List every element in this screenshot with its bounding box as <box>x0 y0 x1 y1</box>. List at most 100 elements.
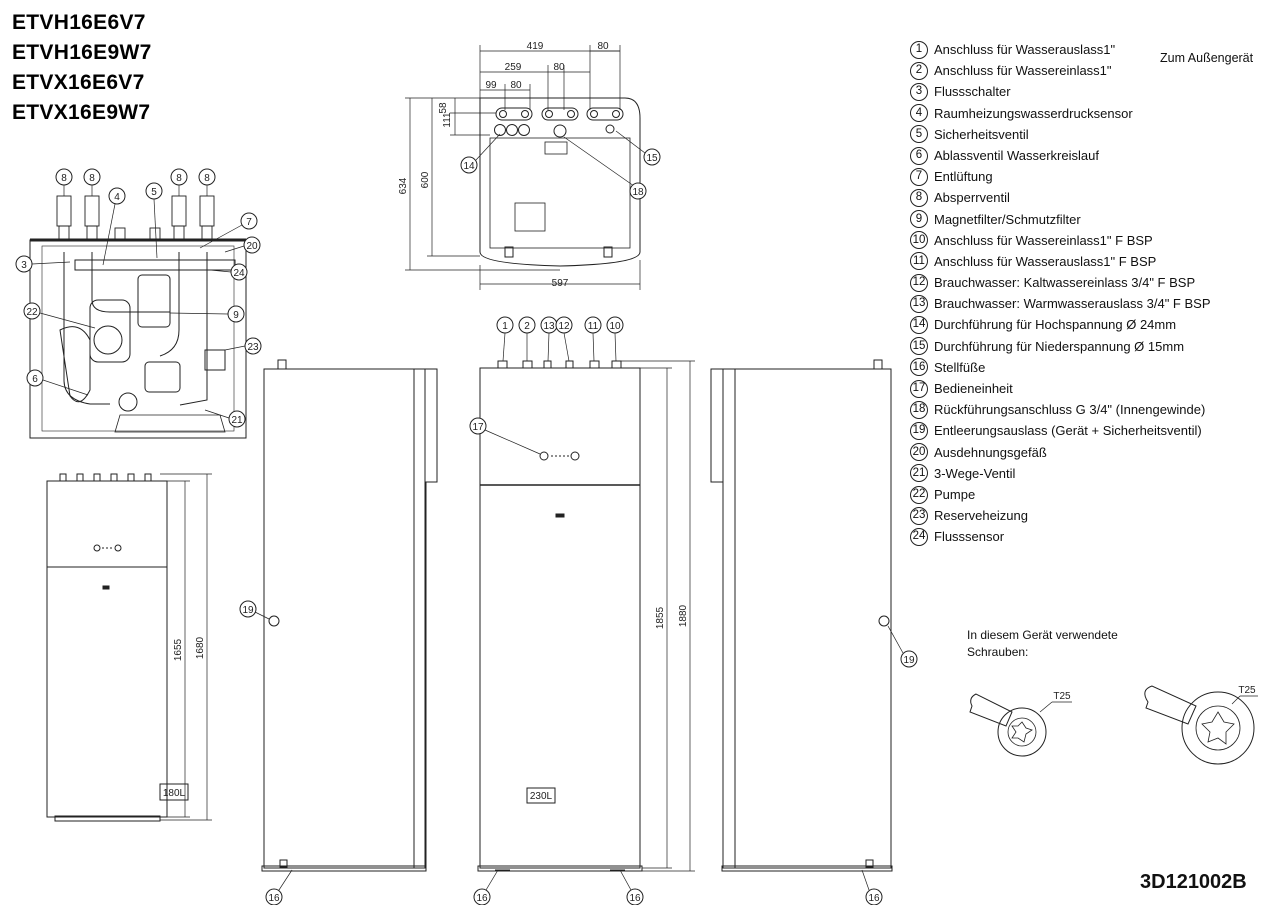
callout-4: 4 <box>102 187 126 266</box>
svg-text:19: 19 <box>242 605 254 616</box>
screw-type-label: T25 <box>1238 685 1256 696</box>
callout-8: 8 <box>170 168 188 196</box>
dim-80: 80 <box>553 62 565 73</box>
svg-text:14: 14 <box>463 161 475 172</box>
dim-419: 419 <box>527 41 544 52</box>
dim-80: 80 <box>597 41 609 52</box>
callout-8: 8 <box>198 168 216 196</box>
dim-1880: 1880 <box>678 604 689 627</box>
document-id: 3D121002B <box>1140 871 1247 893</box>
svg-text:11: 11 <box>588 321 599 332</box>
svg-text:24: 24 <box>233 268 245 279</box>
svg-text:16: 16 <box>868 893 880 904</box>
callout-9: 9 <box>169 305 245 323</box>
top-view: 419 80 259 80 99 80 597 58 111 634 600 1… <box>398 41 661 290</box>
svg-text:2: 2 <box>524 321 530 332</box>
svg-text:5: 5 <box>151 187 157 198</box>
model-name: ETVX16E9W7 <box>12 101 151 124</box>
callout-8: 8 <box>83 168 101 196</box>
dim-634: 634 <box>398 177 409 194</box>
callout-24: 24 <box>209 263 248 281</box>
svg-text:3: 3 <box>21 260 27 271</box>
callout-16: 16 <box>619 869 644 905</box>
callout-5: 5 <box>145 182 163 259</box>
callout-7: 7 <box>199 212 258 249</box>
callout-16: 16 <box>473 869 499 905</box>
svg-text:19: 19 <box>903 655 915 666</box>
dim-58: 58 <box>438 102 449 114</box>
model-name: ETVH16E9W7 <box>12 41 152 64</box>
callout-2: 2 <box>518 316 536 361</box>
svg-text:4: 4 <box>114 192 120 203</box>
small-unit-front: 180L 1655 1680 <box>46 473 212 822</box>
tank-label-box <box>159 783 189 801</box>
right-side-view: 19 16 <box>710 359 918 905</box>
outdoor-unit-label: Zum Außengerät <box>1160 51 1254 65</box>
svg-text:17: 17 <box>472 422 484 433</box>
callout-1: 1 <box>496 316 514 362</box>
svg-text:20: 20 <box>246 241 258 252</box>
tank-volume-label: 180L <box>163 788 186 799</box>
model-name: ETVH16E6V7 <box>12 11 146 34</box>
svg-text:10: 10 <box>609 321 621 332</box>
dim-1855: 1855 <box>655 606 666 629</box>
svg-text:16: 16 <box>629 893 641 904</box>
front-view: 230L 1 2 13 12 11 10 17 16 16 1855 1880 <box>469 316 695 905</box>
screw-icon: T25 <box>1144 685 1258 765</box>
svg-text:12: 12 <box>558 321 570 332</box>
callout-22: 22 <box>23 302 96 329</box>
callout-10: 10 <box>606 316 624 362</box>
callout-3: 3 <box>15 255 71 273</box>
svg-text:13: 13 <box>543 321 555 332</box>
callout-6: 6 <box>26 369 89 396</box>
dim-597: 597 <box>552 278 569 289</box>
dim-1655: 1655 <box>173 638 184 661</box>
svg-text:6: 6 <box>32 374 38 385</box>
screw-icon: T25 <box>969 691 1072 757</box>
dim-600: 600 <box>420 171 431 188</box>
dim-80: 80 <box>510 80 522 91</box>
callout-20: 20 <box>224 236 261 254</box>
callout-8: 8 <box>55 168 73 196</box>
svg-text:8: 8 <box>204 173 210 184</box>
svg-text:8: 8 <box>89 173 95 184</box>
svg-text:18: 18 <box>632 187 644 198</box>
screws-note: In diesem Gerät verwendete Schrauben: <box>967 628 1118 659</box>
svg-text:1: 1 <box>502 321 508 332</box>
callout-23: 23 <box>224 337 262 355</box>
svg-text:22: 22 <box>26 307 38 318</box>
internal-view: 8 8 8 8 4 5 7 20 24 3 22 9 23 6 21 <box>15 168 262 439</box>
model-list: ETVH16E6V7 ETVH16E9W7 ETVX16E6V7 ETVX16E… <box>12 8 152 128</box>
svg-text:9: 9 <box>233 310 239 321</box>
svg-text:21: 21 <box>231 415 243 426</box>
screw-type-label: T25 <box>1053 691 1071 702</box>
svg-text:15: 15 <box>646 153 658 164</box>
svg-text:7: 7 <box>246 217 252 228</box>
callout-21: 21 <box>204 409 246 428</box>
model-name: ETVX16E6V7 <box>12 71 145 94</box>
svg-text:16: 16 <box>268 893 280 904</box>
svg-text:16: 16 <box>476 893 488 904</box>
